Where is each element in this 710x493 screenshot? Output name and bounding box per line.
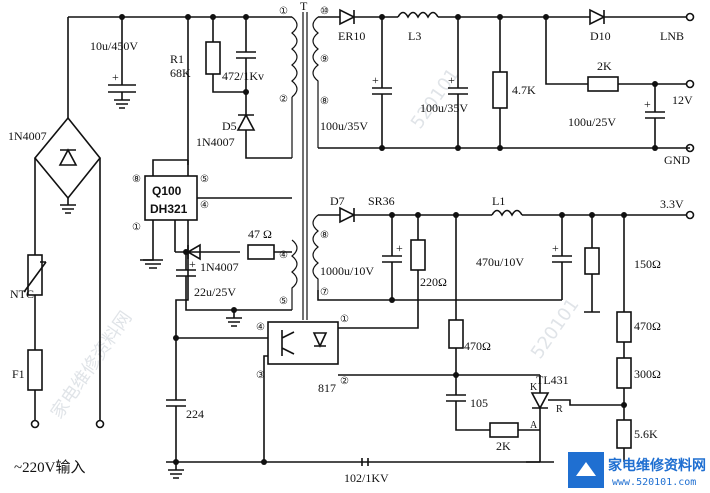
c100-25-label: 100u/25V	[568, 115, 616, 129]
svg-text:+: +	[448, 73, 455, 87]
d5-label: D5	[222, 119, 237, 133]
svg-text:家电维修资料网: 家电维修资料网	[47, 308, 136, 423]
ntc-label: NTC	[10, 287, 34, 301]
ic-pin1: ①	[132, 222, 141, 233]
opto-pin1: ①	[340, 314, 349, 325]
bridge-label: 1N4007	[8, 129, 47, 143]
r1-value: 68K	[170, 66, 191, 80]
d5-type: 1N4007	[196, 135, 235, 149]
v12-label: 12V	[672, 93, 693, 107]
opto-pin2: ②	[340, 376, 349, 387]
input-cap-label: 10u/450V	[90, 39, 138, 53]
logo-text: 家电维修资料网	[608, 457, 706, 474]
sr36-label: SR36	[368, 194, 395, 208]
ic-pin8: ⑧	[132, 174, 141, 185]
logo-url: www.520101.com	[612, 477, 696, 488]
tl431-label: TL431	[536, 373, 569, 387]
er10-label: ER10	[338, 29, 365, 43]
r2k-top-label: 2K	[597, 59, 612, 73]
output-12v: + + +	[318, 8, 695, 153]
tx-pin7: ⑦	[320, 287, 329, 298]
ic-type: DH321	[150, 202, 188, 216]
tx-pin1: ①	[279, 6, 288, 17]
svg-text:520101: 520101	[407, 65, 464, 133]
ic-name: Q100	[152, 184, 182, 198]
r470a-label: 470Ω	[464, 339, 491, 353]
tx-pin8: ⑧	[320, 96, 329, 107]
input-label: ~220V输入	[14, 459, 85, 476]
r47k-label: 4.7K	[512, 83, 536, 97]
tl-r: R	[556, 404, 563, 415]
input-section: +	[23, 14, 292, 429]
lnb-label: LNB	[660, 29, 684, 43]
gnd-label: GND	[664, 153, 690, 167]
aux-cap-label: 22u/25V	[194, 285, 236, 299]
tl-k: K	[530, 382, 538, 393]
svg-text:+: +	[372, 73, 379, 87]
d7-label: D7	[330, 194, 345, 208]
c100a-label: 100u/35V	[320, 119, 368, 133]
primary-section: +	[140, 14, 292, 327]
tx-pin5: ⑤	[279, 296, 288, 307]
transformer-label: T	[300, 0, 308, 13]
c102-label: 102/1KV	[344, 471, 389, 485]
c1000-label: 1000u/10V	[320, 264, 374, 278]
tx-pin8b: ⑧	[320, 230, 329, 241]
svg-text:+: +	[644, 97, 651, 111]
tx-pin2: ②	[279, 94, 288, 105]
svg-text:+: +	[112, 70, 119, 84]
svg-text:+: +	[396, 241, 403, 255]
r2k-bot-label: 2K	[496, 439, 511, 453]
c472-label: 472/1Kv	[222, 69, 264, 83]
r56k-label: 5.6K	[634, 427, 658, 441]
l1-label: L1	[492, 194, 505, 208]
opto-pin4: ④	[256, 322, 265, 333]
r220-label: 220Ω	[420, 275, 447, 289]
c100b-label: 100u/35V	[420, 101, 468, 115]
fuse-label: F1	[12, 367, 25, 381]
tx-pin9: ⑨	[320, 54, 329, 65]
d10-label: D10	[590, 29, 611, 43]
c105-label: 105	[470, 396, 488, 410]
c470u-label: 470u/10V	[476, 255, 524, 269]
transformer	[291, 12, 319, 320]
c224-label: 224	[186, 407, 204, 421]
res47-label: 47 Ω	[248, 227, 272, 241]
ic-pin5: ⑤	[200, 174, 209, 185]
tx-pin10: ⑩	[320, 6, 329, 17]
site-logo: 家电维修资料网 www.520101.com	[568, 452, 706, 488]
tl-a: A	[530, 420, 538, 431]
r470b-label: 470Ω	[634, 319, 661, 333]
svg-text:520101: 520101	[527, 295, 584, 363]
l3-label: L3	[408, 29, 421, 43]
r1-label: R1	[170, 52, 184, 66]
opto-pin3: ③	[256, 370, 265, 381]
aux-diode-label: 1N4007	[200, 260, 239, 274]
tx-pin4: ④	[279, 250, 288, 261]
opto-label: 817	[318, 381, 336, 395]
svg-text:+: +	[189, 257, 196, 271]
ic-pin4: ④	[200, 200, 209, 211]
svg-text:+: +	[552, 241, 559, 255]
r300-label: 300Ω	[634, 367, 661, 381]
output-3v3: + +	[317, 206, 695, 463]
optocoupler	[166, 220, 540, 479]
v33-label: 3.3V	[660, 197, 684, 211]
r150-label: 150Ω	[634, 257, 661, 271]
